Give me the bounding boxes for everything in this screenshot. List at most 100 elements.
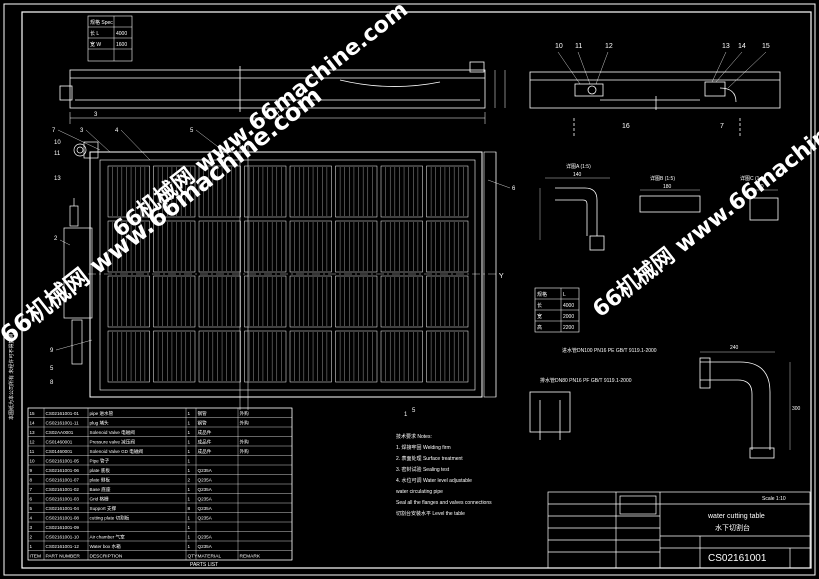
parts-cell: CS02161001-02 — [46, 487, 80, 492]
grid-cell — [198, 275, 241, 328]
parts-header: QTY — [188, 554, 199, 560]
note-line: Seal all the flanges and valves connecti… — [396, 500, 492, 506]
grid-cell — [198, 220, 241, 273]
grid-cell — [426, 165, 469, 218]
spec2-cell: 2000 — [563, 314, 574, 320]
bend-width-dim: 240 — [730, 345, 739, 351]
parts-cell: plate 侧板 — [90, 477, 111, 484]
callout-label: 4 — [115, 128, 119, 134]
parts-cell: 13 — [30, 430, 36, 435]
leader-line — [59, 239, 71, 246]
parts-cell: 1 — [188, 411, 191, 416]
drawing-name-en: water cutting table — [707, 513, 765, 520]
watermark: 66机械网 www.66machine.com — [108, 0, 412, 243]
parts-cell: 1 — [188, 449, 191, 454]
parts-cell: 7 — [30, 487, 33, 492]
parts-cell: 6 — [30, 497, 33, 502]
spec2-cell: 规格 — [537, 291, 547, 298]
spec2-cell: 2200 — [563, 325, 574, 331]
leader-line — [715, 51, 743, 83]
bend-height-dim: 300 — [792, 406, 801, 412]
callout-label: 12 — [605, 43, 613, 50]
parts-cell: cutting plate 切割板 — [90, 515, 130, 522]
grid-cell — [289, 275, 332, 328]
parts-cell: 成品件 — [198, 429, 212, 436]
parts-cell: 11 — [30, 449, 35, 454]
callout-label: 16 — [622, 123, 630, 130]
parts-cell: 10 — [30, 459, 36, 464]
parts-cell: 1 — [30, 544, 33, 549]
parts-cell: Pipe 管子 — [90, 458, 110, 465]
plan-view — [88, 140, 500, 410]
callout-label: 14 — [738, 43, 746, 50]
parts-cell: 钢管 — [198, 420, 208, 427]
parts-cell: CS01460001 — [46, 449, 73, 454]
note-line: 3. 密封试验 Sealing test — [396, 466, 450, 473]
grid-cell — [380, 330, 423, 383]
parts-cell: CS02161001-06 — [46, 468, 80, 473]
grid-cell — [335, 275, 378, 328]
callout-label: 7 — [720, 123, 724, 130]
note-line: 4. 水位可调 Water level adjustable — [396, 477, 472, 484]
callout-label: 1 — [404, 412, 408, 418]
parts-header: DESCRIPTION — [90, 554, 123, 560]
parts-cell: Solenoid Valve GD 电磁阀 — [90, 448, 144, 455]
parts-cell: CS02161001-09 — [46, 525, 80, 530]
parts-cell: CS02161001-11 — [46, 421, 80, 426]
spec2-cell: 宽 — [537, 313, 542, 320]
spec2-cell: 长 — [537, 302, 542, 309]
parts-cell: Q235A — [198, 478, 213, 483]
parts-cell: 成品件 — [198, 448, 212, 455]
parts-cell: 1 — [188, 430, 191, 435]
parts-cell: 外购 — [240, 410, 250, 417]
note-line: water circulating pipe — [396, 489, 443, 495]
drawing-number: CS02161001 — [708, 553, 767, 564]
spec-cell: 宽 W — [90, 41, 101, 48]
parts-cell: 1 — [188, 459, 191, 464]
parts-header: REMARK — [240, 554, 261, 560]
spec-cell: 规格 Spec — [90, 19, 113, 26]
callout-label: 15 — [762, 43, 770, 50]
detail-b — [639, 189, 701, 213]
leader-line — [711, 51, 727, 83]
grid-cell — [153, 330, 196, 383]
grid-cell — [380, 275, 423, 328]
callout-label: 13 — [54, 176, 61, 182]
callout-label: 3 — [80, 128, 84, 134]
callout-label: 2 — [54, 236, 58, 242]
parts-caption: PARTS LIST — [190, 562, 218, 568]
detail-a-label: 详图A (1:5) — [566, 163, 591, 170]
parts-cell: pipe 进水管 — [90, 410, 114, 417]
parts-cell: Base 底座 — [90, 486, 111, 493]
title-block — [547, 491, 811, 569]
parts-cell: CS01460001 — [46, 440, 73, 445]
grid-cell — [289, 330, 332, 383]
note-line: 2. 表面处理 Surface treatment — [396, 455, 463, 462]
side-view — [529, 71, 781, 138]
leader-line — [57, 129, 101, 151]
parts-cell: 外购 — [240, 448, 250, 455]
parts-header: PART NUMBER — [46, 554, 81, 560]
callout-label: 6 — [512, 186, 516, 192]
drain-note: 排水管DN80 PN16 PF GB/T 9119.1-2000 — [540, 377, 632, 384]
parts-cell: plate 底板 — [90, 467, 111, 474]
valve-detail — [529, 351, 791, 459]
parts-cell: 成品件 — [198, 439, 212, 446]
leader-line — [595, 51, 609, 85]
callout-label: 11 — [54, 151, 61, 157]
parts-cell: 15 — [30, 411, 36, 416]
parts-cell: CS02161001-08 — [46, 516, 80, 521]
leader-line — [85, 129, 111, 153]
parts-cell: 14 — [30, 421, 36, 426]
leader-line — [120, 129, 151, 161]
parts-cell: Air chamber 气室 — [90, 534, 126, 540]
grid-cell — [426, 275, 469, 328]
parts-cell: CS02161001-05 — [46, 459, 80, 464]
grid-cell — [335, 220, 378, 273]
grid-cell — [107, 165, 150, 218]
detail-c-label: 详图C (1:5) — [740, 175, 766, 182]
parts-cell: 外购 — [240, 420, 250, 427]
parts-cell: Q235A — [198, 468, 213, 473]
spec-table: 规格 Spec 长 L 4000 宽 W 1600 — [87, 15, 133, 62]
